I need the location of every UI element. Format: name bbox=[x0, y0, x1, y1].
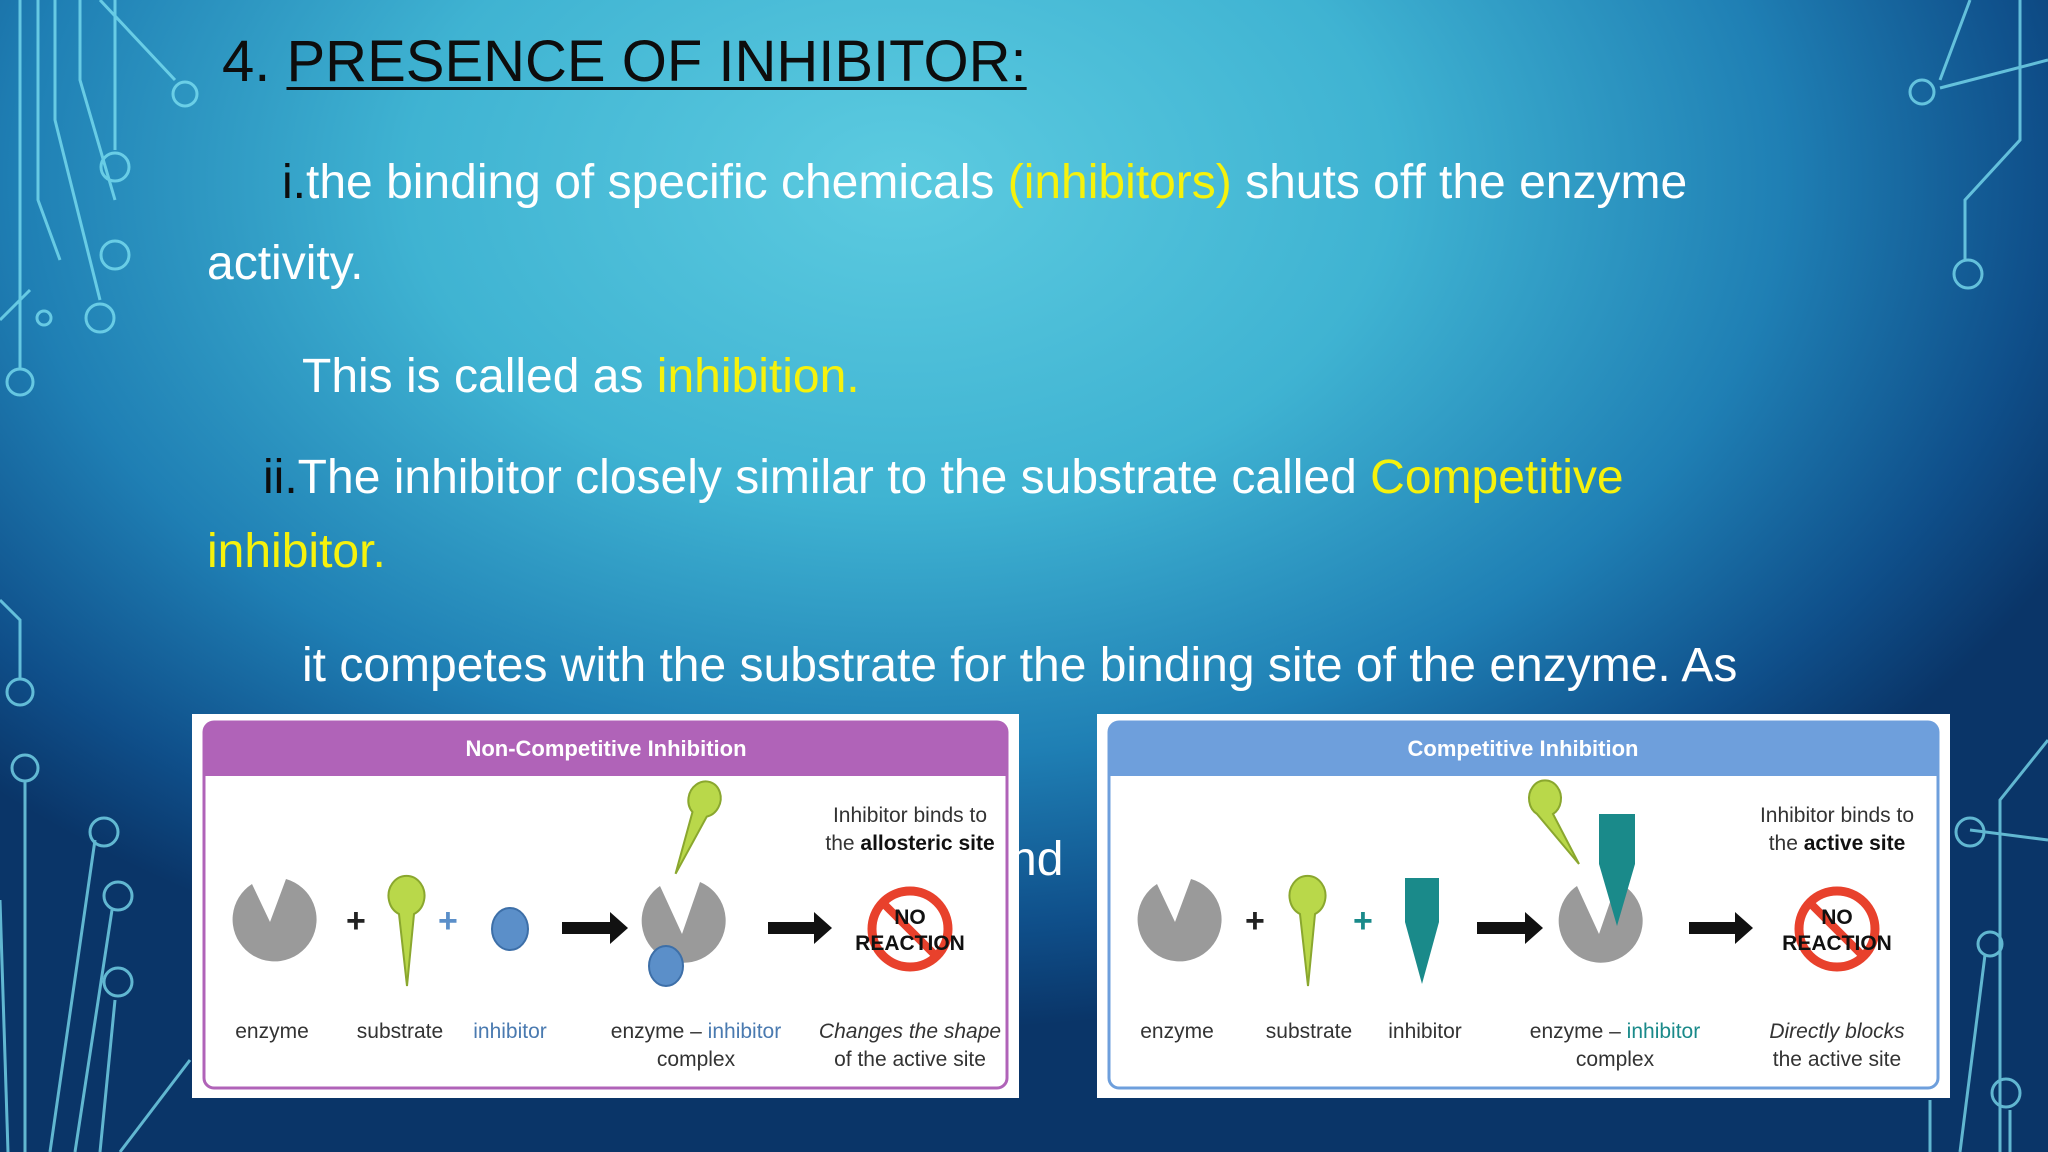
label-complex: enzyme – inhibitor bbox=[611, 1020, 781, 1043]
note-top-line-1: Inhibitor binds to bbox=[833, 804, 987, 827]
para2-highlight: inhibition. bbox=[656, 350, 860, 403]
label-substrate: substrate bbox=[357, 1020, 443, 1043]
plus-icon: + bbox=[1245, 902, 1265, 940]
note-bottom-line-2: of the active site bbox=[834, 1048, 986, 1071]
para1-text-b: shuts off the enzyme bbox=[1231, 156, 1688, 209]
enzyme-complex-icon bbox=[641, 882, 726, 963]
competitive-diagram: Competitive Inhibition + + NO REACTION I… bbox=[1097, 714, 1950, 1098]
para3-text: The inhibitor closely similar to the sub… bbox=[297, 451, 1371, 504]
paragraph-2: This is called as inhibition. bbox=[302, 349, 860, 404]
inhibitor-icon bbox=[1599, 814, 1635, 926]
note-top-line-1: Inhibitor binds to bbox=[1760, 804, 1914, 827]
paragraph-1-line-2: activity. bbox=[207, 237, 364, 290]
para1-highlight: (inhibitors) bbox=[1007, 156, 1232, 209]
substrate-icon bbox=[1288, 874, 1327, 987]
note-bottom-line-2: the active site bbox=[1773, 1048, 1901, 1071]
label-inhibitor: inhibitor bbox=[473, 1020, 547, 1043]
no-reaction-line-1: NO bbox=[894, 906, 926, 929]
para3-highlight-a: Competitive bbox=[1370, 451, 1624, 504]
substrate-icon bbox=[674, 780, 722, 875]
inhibitor-icon bbox=[648, 945, 684, 987]
note-top-line-2: the active site bbox=[1769, 832, 1906, 855]
label-complex: enzyme – inhibitor bbox=[1530, 1020, 1700, 1043]
label-inhibitor: inhibitor bbox=[1388, 1020, 1462, 1043]
no-reaction-line-1: NO bbox=[1821, 906, 1853, 929]
note-bottom-line-1: Changes the shape bbox=[819, 1020, 1001, 1043]
no-reaction-line-2: REACTION bbox=[855, 932, 965, 955]
para1-marker: i. bbox=[282, 156, 306, 209]
title-number: 4. bbox=[222, 29, 287, 94]
noncompetitive-diagram: Non-Competitive Inhibition + + NO REACTI… bbox=[192, 714, 1019, 1098]
label-complex-line-2: complex bbox=[1576, 1048, 1655, 1071]
arrow-icon bbox=[1689, 912, 1753, 944]
arrow-icon bbox=[768, 912, 832, 944]
substrate-icon bbox=[387, 874, 426, 987]
paragraph-3-line-1: ii.The inhibitor closely similar to the … bbox=[263, 450, 1624, 505]
arrow-icon bbox=[562, 912, 628, 944]
substrate-icon bbox=[1528, 779, 1580, 865]
para1-text-a: the binding of specific chemicals bbox=[306, 156, 1008, 209]
noncompetitive-header: Non-Competitive Inhibition bbox=[465, 736, 746, 761]
para2-text: This is called as bbox=[302, 350, 657, 403]
label-enzyme: enzyme bbox=[1140, 1020, 1214, 1043]
no-reaction-line-2: REACTION bbox=[1782, 932, 1892, 955]
label-complex-line-2: complex bbox=[657, 1048, 736, 1071]
note-bottom-line-1: Directly blocks bbox=[1769, 1020, 1905, 1043]
paragraph-3-line-2: inhibitor. bbox=[207, 525, 386, 578]
arrow-icon bbox=[1477, 912, 1543, 944]
plus-icon: + bbox=[346, 902, 366, 940]
paragraph-1-line-1: i.the binding of specific chemicals (inh… bbox=[282, 155, 1687, 210]
title-text: PRESENCE OF INHIBITOR: bbox=[286, 29, 1027, 94]
slide-title: 4. PRESENCE OF INHIBITOR: bbox=[222, 28, 1027, 95]
competitive-header: Competitive Inhibition bbox=[1408, 736, 1639, 761]
inhibitor-icon bbox=[1405, 878, 1439, 984]
plus-icon: + bbox=[1353, 902, 1373, 940]
enzyme-icon bbox=[232, 879, 317, 962]
label-substrate: substrate bbox=[1266, 1020, 1352, 1043]
label-enzyme: enzyme bbox=[235, 1020, 309, 1043]
paragraph-4: it competes with the substrate for the b… bbox=[302, 639, 1738, 692]
para3-marker: ii. bbox=[263, 451, 298, 504]
noncompetitive-header-bar bbox=[204, 722, 1007, 776]
inhibitor-icon bbox=[491, 907, 529, 951]
plus-icon: + bbox=[438, 902, 458, 940]
enzyme-icon bbox=[1137, 879, 1222, 962]
note-top-line-2: the allosteric site bbox=[825, 832, 994, 855]
competitive-header-bar bbox=[1109, 722, 1938, 776]
